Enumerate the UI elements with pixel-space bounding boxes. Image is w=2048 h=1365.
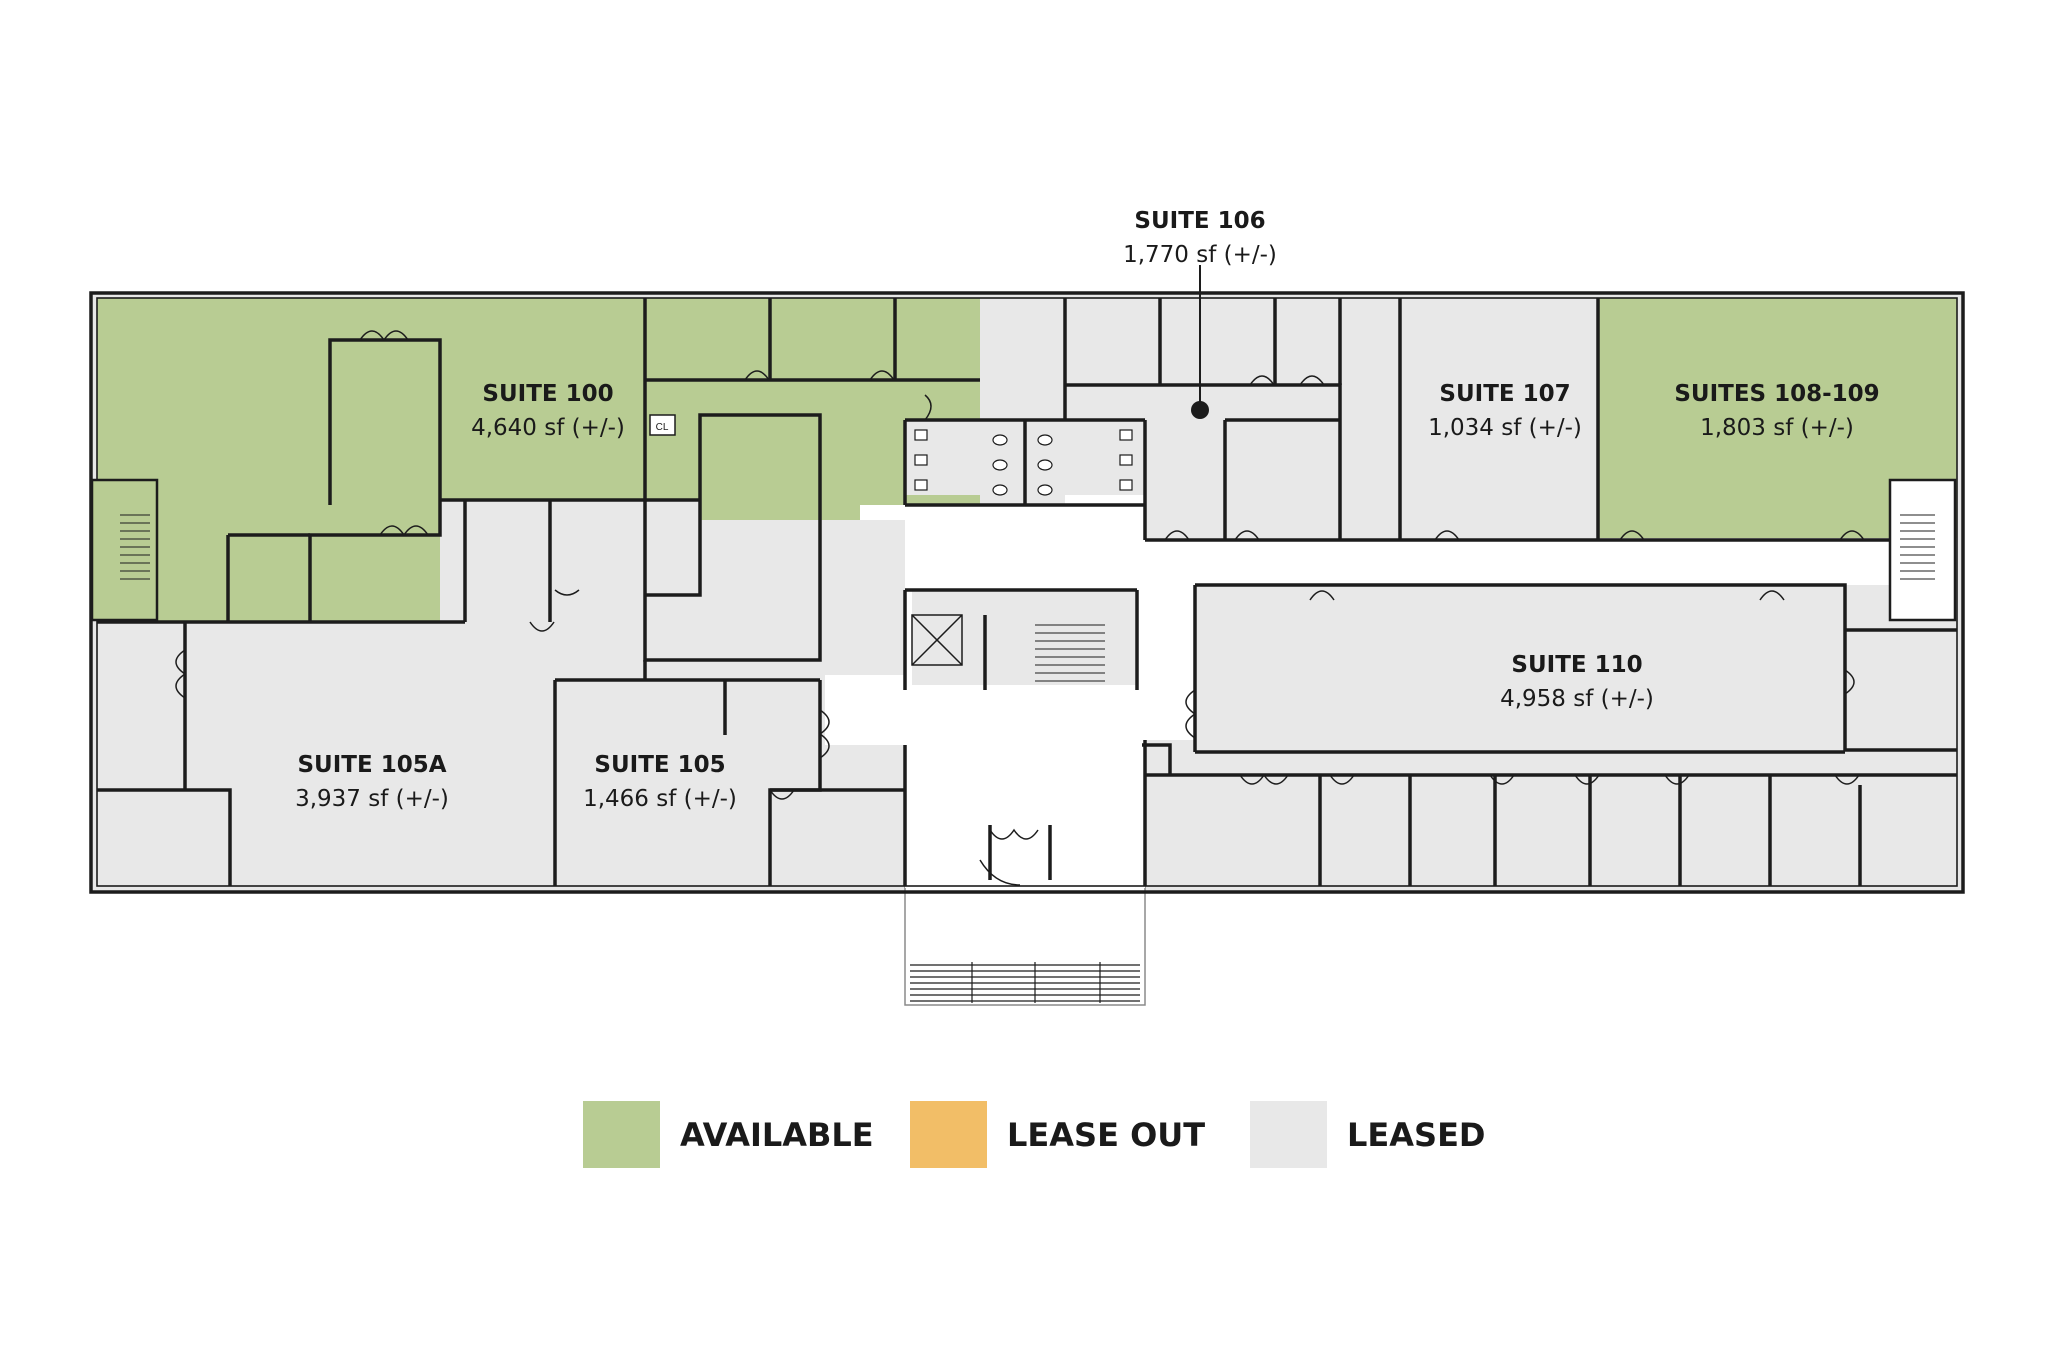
suite-107-name: SUITE 107: [1439, 381, 1570, 407]
suite-107-label: SUITE 107 1,034 sf (+/-): [1428, 381, 1582, 441]
suite-106-name: SUITE 106: [1134, 208, 1265, 234]
suite-100-name: SUITE 100: [482, 381, 613, 407]
legend-available-swatch: [583, 1101, 660, 1168]
suite-105a-area-text: 3,937 sf (+/-): [295, 786, 449, 812]
legend-available-label: AVAILABLE: [680, 1115, 874, 1154]
suite-100-label: SUITE 100 4,640 sf (+/-): [471, 381, 625, 441]
stair-icon: [1035, 624, 1105, 682]
suite-105a-name: SUITE 105A: [297, 752, 446, 778]
suite-106-marker: [1191, 401, 1209, 419]
suite-100-area-text: 4,640 sf (+/-): [471, 415, 625, 441]
suite-108-109-area[interactable]: [1598, 298, 1957, 538]
suite-106-area-text: 1,770 sf (+/-): [1123, 242, 1277, 268]
suite-105-name: SUITE 105: [594, 752, 725, 778]
suite-105-area-text: 1,466 sf (+/-): [583, 786, 737, 812]
interior-walls: [97, 298, 1957, 886]
west-stair: [90, 478, 159, 622]
suite-105-label: SUITE 105 1,466 sf (+/-): [583, 752, 737, 812]
suites-108-109-name: SUITES 108-109: [1674, 381, 1879, 407]
suite-110-area-text: 4,958 sf (+/-): [1500, 686, 1654, 712]
elevator-icon: [911, 614, 963, 666]
legend-lease-out-label: LEASE OUT: [1007, 1115, 1206, 1154]
legend-leased: LEASED: [1250, 1101, 1485, 1168]
entrance-doors[interactable]: [988, 825, 1052, 880]
suite-110-label: SUITE 110 4,958 sf (+/-): [1500, 652, 1654, 712]
suites-108-109-area-text: 1,803 sf (+/-): [1700, 415, 1854, 441]
legend-leased-label: LEASED: [1347, 1115, 1486, 1154]
entrance-steps: [910, 962, 1140, 1003]
closet: [649, 414, 676, 436]
legend-available: AVAILABLE: [583, 1101, 874, 1168]
suite-106-label: SUITE 106 1,770 sf (+/-): [1123, 208, 1277, 268]
restroom-fixtures: [914, 429, 1133, 496]
closet-label: CL: [656, 422, 669, 433]
suite-110-name: SUITE 110: [1511, 652, 1642, 678]
door-swings: [175, 330, 1865, 886]
legend-leased-swatch: [1250, 1101, 1327, 1168]
common-corridor: [825, 420, 1890, 888]
legend-lease-out: LEASE OUT: [910, 1101, 1205, 1168]
suites-108-109-label: SUITES 108-109 1,803 sf (+/-): [1674, 381, 1879, 441]
elevator-stair-core: [912, 590, 1137, 685]
legend-lease-out-swatch: [910, 1101, 987, 1168]
suite-107-area-text: 1,034 sf (+/-): [1428, 415, 1582, 441]
east-stair: [1888, 478, 1957, 622]
suite-105a-label: SUITE 105A 3,937 sf (+/-): [295, 752, 449, 812]
